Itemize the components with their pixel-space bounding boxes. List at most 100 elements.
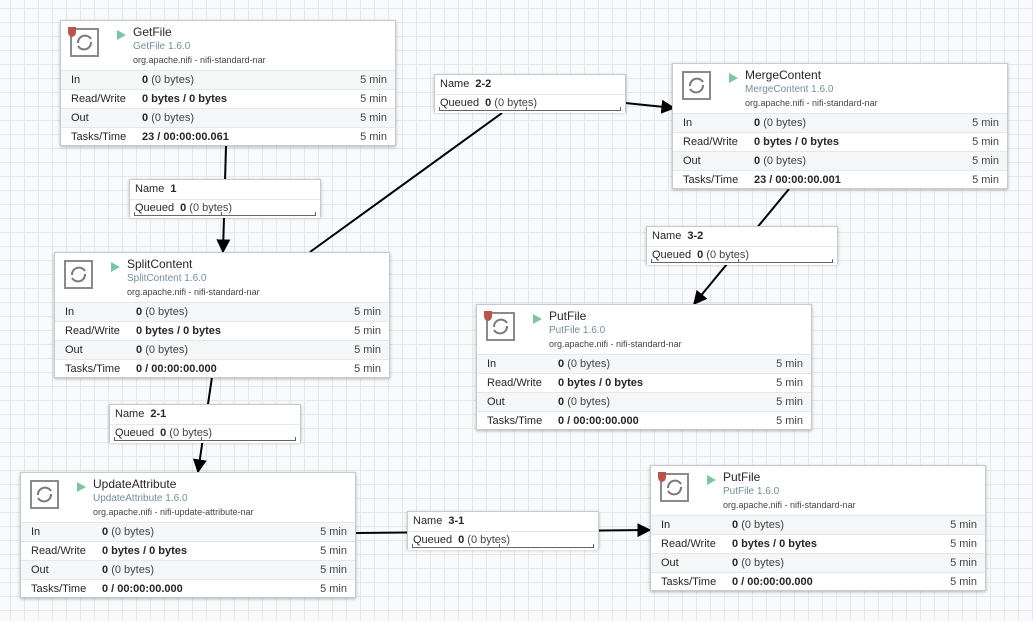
stat-label: Out (683, 155, 701, 167)
connection-name: 1 (170, 183, 177, 195)
stat-label: In (65, 306, 75, 318)
queue-progress-bar (134, 212, 316, 216)
stat-size: (0 bytes) (567, 358, 610, 370)
stat-label: Tasks/Time (31, 583, 87, 595)
processor-bundle: org.apache.nifi - nifi-standard-nar (723, 500, 856, 510)
processor-name: PutFile (549, 309, 587, 323)
queued-size: (0 bytes) (169, 427, 213, 439)
connection-name: 3-1 (448, 515, 465, 527)
stat-label: Read/Write (683, 136, 738, 148)
queue-progress-bar (651, 259, 833, 263)
run-status-icon (533, 314, 542, 324)
processor-icon (682, 71, 711, 100)
queued-size: (0 bytes) (494, 97, 538, 109)
stat-value: 0 / 00:00:00.000 (102, 583, 183, 595)
processor-updateattribute[interactable]: UpdateAttribute UpdateAttribute 1.6.0 or… (20, 472, 356, 598)
stat-value: 0 (102, 564, 109, 576)
processor-name: UpdateAttribute (93, 477, 177, 491)
stat-value: 0 (754, 155, 761, 167)
stat-value: 0 (732, 557, 739, 569)
stat-window: 5 min (950, 557, 977, 569)
processor-bundle: org.apache.nifi - nifi-update-attribute-… (93, 507, 254, 517)
stat-window: 5 min (776, 358, 803, 370)
connection-name-label: Name (652, 230, 682, 242)
stat-value: 0 (142, 112, 149, 124)
connection-name-label: Name (115, 408, 145, 420)
stat-label: Read/Write (31, 545, 86, 557)
stat-size: (0 bytes) (763, 155, 806, 167)
stat-size: (0 bytes) (567, 396, 610, 408)
processor-mergecontent[interactable]: MergeContent MergeContent 1.6.0 org.apac… (672, 63, 1008, 189)
processor-bundle: org.apache.nifi - nifi-standard-nar (549, 339, 682, 349)
stat-label: Tasks/Time (683, 174, 739, 186)
processor-name: PutFile (723, 470, 761, 484)
processor-icon (30, 480, 59, 509)
stat-label: Tasks/Time (65, 363, 121, 375)
run-status-icon (707, 475, 716, 485)
stat-label: In (71, 74, 81, 86)
stat-window: 5 min (360, 112, 387, 124)
processor-type: SplitContent 1.6.0 (127, 273, 207, 284)
stat-value: 0 bytes / 0 bytes (558, 377, 643, 389)
stat-window: 5 min (354, 344, 381, 356)
stat-window: 5 min (354, 363, 381, 375)
run-status-icon (111, 262, 120, 272)
stat-value: 0 (732, 519, 739, 531)
processor-name: MergeContent (745, 68, 822, 82)
processor-getfile[interactable]: GetFile GetFile 1.6.0 org.apache.nifi - … (60, 20, 396, 146)
queued-size: (0 bytes) (467, 534, 511, 546)
stat-value: 0 (136, 306, 143, 318)
run-status-icon (77, 482, 86, 492)
processor-putfile-2[interactable]: PutFile PutFile 1.6.0 org.apache.nifi - … (650, 465, 986, 591)
stat-window: 5 min (950, 519, 977, 531)
stat-value: 0 bytes / 0 bytes (102, 545, 187, 557)
stat-size: (0 bytes) (145, 344, 188, 356)
edge-splitcontent-mergecontent-a[interactable] (309, 112, 503, 253)
stat-window: 5 min (776, 415, 803, 427)
stat-label: In (487, 358, 497, 370)
stat-window: 5 min (354, 325, 381, 337)
stat-window: 5 min (320, 545, 347, 557)
stat-size: (0 bytes) (763, 117, 806, 129)
stat-label: In (31, 526, 41, 538)
invalid-shield-icon (68, 27, 76, 37)
stat-value: 0 (558, 358, 565, 370)
stat-size: (0 bytes) (741, 519, 784, 531)
stat-label: Out (31, 564, 49, 576)
stat-label: Out (487, 396, 505, 408)
invalid-shield-icon (658, 472, 666, 482)
processor-bundle: org.apache.nifi - nifi-standard-nar (127, 287, 260, 297)
processor-icon (64, 260, 93, 289)
stat-value: 0 (142, 74, 149, 86)
edge-splitcontent-mergecontent-b[interactable] (624, 99, 676, 114)
processor-putfile-1[interactable]: PutFile PutFile 1.6.0 org.apache.nifi - … (476, 304, 812, 430)
processor-name: GetFile (133, 25, 172, 39)
stat-size: (0 bytes) (151, 74, 194, 86)
stat-label: Tasks/Time (487, 415, 543, 427)
stat-label: Read/Write (661, 538, 716, 550)
processor-type: PutFile 1.6.0 (549, 325, 606, 336)
stat-label: Read/Write (65, 325, 120, 337)
processor-splitcontent[interactable]: SplitContent SplitContent 1.6.0 org.apac… (54, 252, 390, 378)
queued-label: Queued (652, 249, 692, 261)
stat-label: Read/Write (487, 377, 542, 389)
stat-window: 5 min (972, 174, 999, 186)
stat-size: (0 bytes) (145, 306, 188, 318)
stat-value: 0 (136, 344, 143, 356)
